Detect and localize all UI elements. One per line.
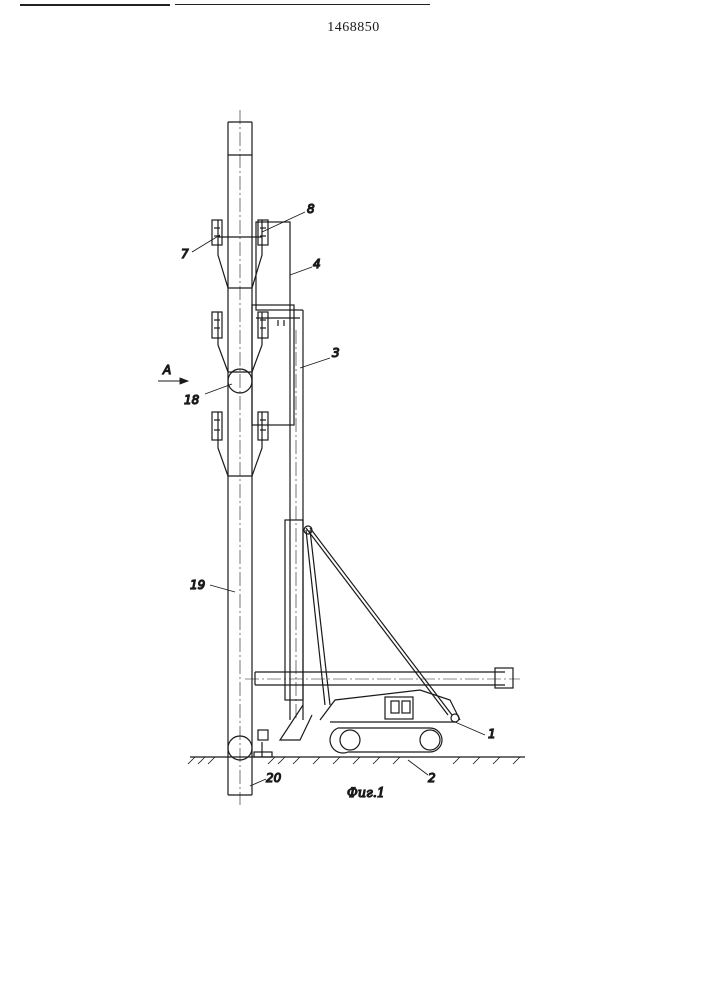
label-19: 19	[190, 578, 205, 592]
label-8: 8	[307, 202, 315, 216]
label-20: 20	[266, 771, 282, 785]
crawler-vehicle	[320, 690, 460, 753]
carriage	[252, 222, 300, 425]
label-2: 2	[428, 771, 436, 785]
label-1: 1	[488, 727, 496, 741]
label-4: 4	[313, 257, 321, 271]
view-label-a: А	[162, 363, 171, 377]
drill-pipe	[228, 110, 252, 805]
braces	[304, 526, 452, 715]
figure-caption: Фиг.1	[347, 786, 385, 801]
label-7: 7	[181, 247, 189, 261]
label-3: 3	[332, 346, 340, 360]
label-18: 18	[184, 393, 200, 407]
boom	[245, 668, 520, 688]
